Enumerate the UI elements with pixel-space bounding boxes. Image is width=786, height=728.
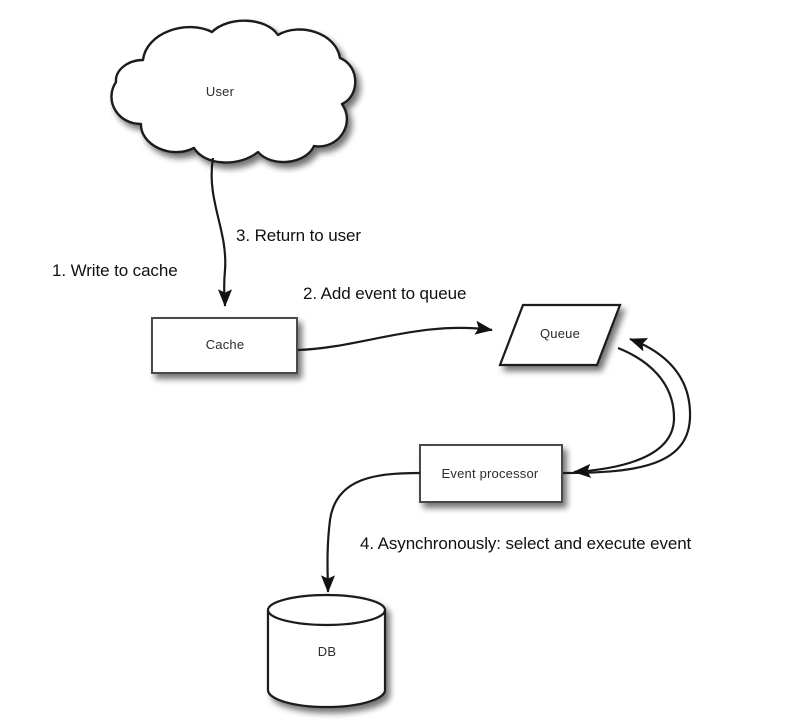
edge-label-step-2: 2. Add event to queue: [303, 284, 467, 303]
edge-user-to-cache: [210, 157, 233, 307]
node-label-user: User: [205, 84, 235, 99]
edge-label-step-3: 3. Return to user: [236, 226, 361, 245]
node-label-db: DB: [317, 644, 337, 659]
edge-processor-to-db: [320, 471, 421, 593]
node-label-queue: Queue: [539, 326, 581, 341]
node-label-event-processor: Event processor: [441, 466, 539, 481]
edge-queue-to-processor: [573, 346, 676, 478]
node-queue[interactable]: [498, 303, 622, 367]
node-event-processor[interactable]: [419, 444, 563, 503]
node-label-cache: Cache: [205, 337, 245, 352]
node-user[interactable]: [110, 19, 357, 164]
edge-label-step-4: 4. Asynchronously: select and execute ev…: [360, 534, 692, 553]
edge-processor-to-queue: [562, 337, 692, 475]
edge-cache-to-queue: [297, 320, 493, 352]
edge-label-step-1: 1. Write to cache: [52, 261, 178, 280]
node-cache[interactable]: [151, 317, 298, 374]
node-db[interactable]: [266, 593, 387, 709]
